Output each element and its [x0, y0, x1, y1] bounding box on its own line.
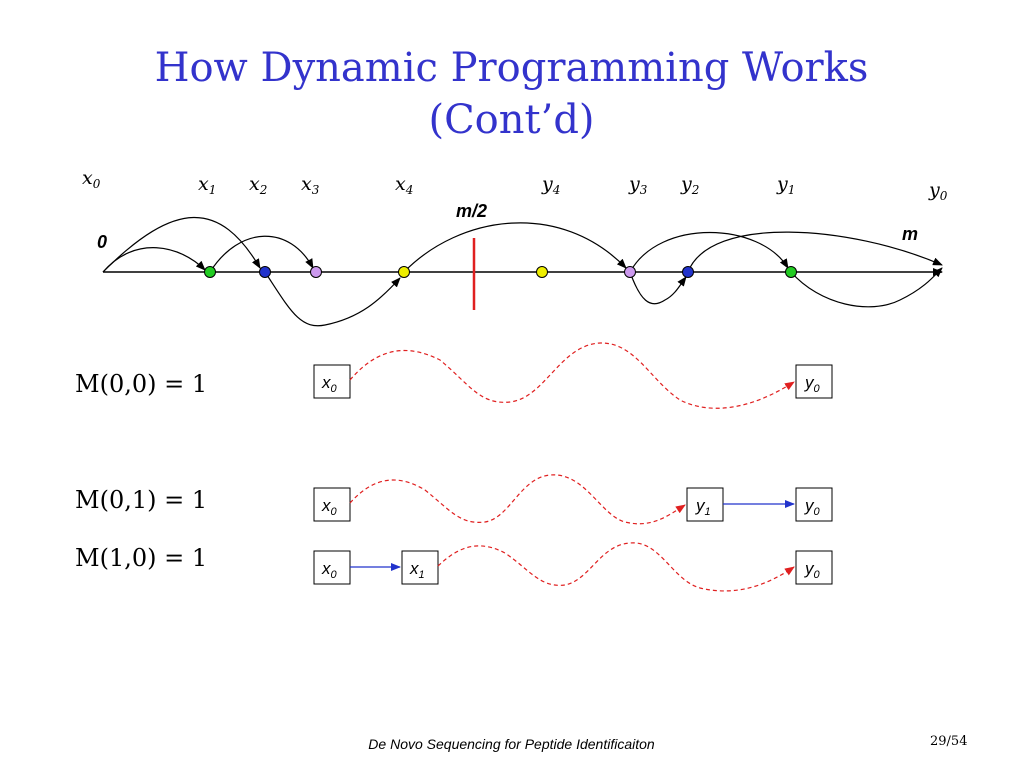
- axis-start-label: 0: [97, 232, 107, 252]
- jump-arc-0-to-x2: [102, 216, 261, 273]
- seq-label-y2: y2: [680, 173, 699, 197]
- row1-box-x0-label: x0: [321, 373, 338, 395]
- row3-box-x1-label: x1: [409, 559, 425, 581]
- seq-label-y1: y1: [776, 173, 795, 197]
- slide-title-line1: How Dynamic Programming Works: [154, 45, 869, 91]
- row2-box-y0-label: y0: [804, 496, 821, 518]
- row1-box-y0: [795, 364, 833, 399]
- point-x4: [398, 266, 410, 278]
- jump-arc-y3-to-y1: [629, 232, 789, 273]
- point-y4: [536, 266, 548, 278]
- slide-footer: De Novo Sequencing for Peptide Identific…: [368, 736, 655, 752]
- row1-box-y0-label: y0: [804, 373, 821, 395]
- row3-label: M(1,0) = 1: [75, 544, 208, 572]
- row2-box-x0-label: x0: [321, 496, 338, 518]
- page-number: 29/54: [930, 734, 968, 749]
- row2-box-y1-label: y1: [695, 496, 711, 518]
- jump-arc-y3-to-y2: [629, 271, 687, 305]
- seq-label-y4: y4: [541, 173, 560, 197]
- seq-label-x0: x0: [82, 167, 101, 191]
- jump-arc-x1-to-x3: [209, 235, 314, 273]
- point-y2: [682, 266, 694, 278]
- point-y1: [785, 266, 797, 278]
- row1-box-x0: [313, 364, 351, 399]
- row3-box-y0: [795, 550, 833, 585]
- point-x1: [204, 266, 216, 278]
- row3-box-x1: [401, 550, 439, 585]
- row1-dashed-path: [349, 342, 795, 409]
- row3-box-x0-label: x0: [321, 559, 338, 581]
- row2-label: M(0,1) = 1: [75, 486, 208, 514]
- row1-label: M(0,0) = 1: [75, 370, 208, 398]
- point-y3: [624, 266, 636, 278]
- row2-box-y0: [795, 487, 833, 522]
- seq-label-y0: y0: [928, 179, 948, 203]
- jump-arc-0-to-x1: [102, 247, 206, 273]
- row3-dashed-path: [437, 542, 795, 592]
- row3-box-y0-label: y0: [804, 559, 821, 581]
- seq-label-x4: x4: [395, 173, 413, 197]
- seq-label-x3: x3: [301, 173, 320, 197]
- row2-box-x0: [313, 487, 351, 522]
- seq-label-x1: x1: [198, 173, 216, 197]
- seq-label-y3: y3: [628, 173, 648, 197]
- axis-end-label: m: [902, 224, 918, 244]
- row2-dashed-path: [349, 474, 686, 525]
- seq-label-x2: x2: [249, 173, 267, 197]
- row3-box-x0: [313, 550, 351, 585]
- point-x3: [310, 266, 322, 278]
- point-x2: [259, 266, 271, 278]
- slide-title-line2: (Cont’d): [428, 97, 595, 143]
- jump-arc-y2-to-m: [687, 231, 943, 273]
- jump-arc-x4-to-y3: [403, 222, 627, 273]
- jump-arc-y1-to-m: [790, 267, 943, 308]
- axis-mid-label: m/2: [456, 201, 487, 221]
- jump-arc-x2-to-x4: [264, 271, 401, 327]
